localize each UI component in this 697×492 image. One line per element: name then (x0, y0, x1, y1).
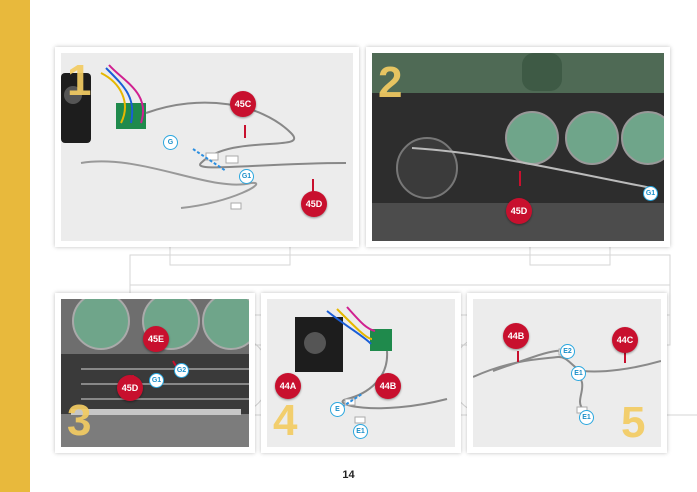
page-number: 14 (342, 469, 355, 481)
step-number: 3 (67, 396, 92, 445)
step-number: 1 (67, 56, 92, 105)
connector-label: G1 (239, 169, 254, 184)
part-label-pin: 45E (143, 326, 169, 352)
connector-label: E2 (560, 344, 575, 359)
part-label-pin: 44B (503, 323, 529, 349)
connector-label: G1 (643, 186, 658, 201)
step-number: 5 (621, 398, 646, 447)
part-label-pin: 44C (612, 327, 638, 353)
connector-label: G1 (149, 373, 164, 388)
step-3-panel: 3 45E 45D G1 G2 (55, 293, 255, 453)
step-number: 4 (273, 396, 298, 445)
connector-label: G2 (174, 363, 189, 378)
part-label-pin: 45D (301, 191, 327, 217)
part-label-pin: 45D (117, 375, 143, 401)
step-2-panel: 2 45D G1 (366, 47, 670, 247)
connector-label: G (163, 135, 178, 150)
connector-label: E1 (353, 424, 368, 439)
part-label-pin: 45C (230, 91, 256, 117)
step-2-photo (372, 53, 664, 241)
connector-label: E1 (571, 366, 586, 381)
step-4-panel: 4 44A 44B E E1 (261, 293, 461, 453)
step-5-photo (473, 299, 661, 447)
step-1-panel: 1 45C 45D G G1 (55, 47, 359, 247)
step-5-panel: 5 44B 44C E2 E1 E1 (467, 293, 667, 453)
step-4-photo (267, 299, 455, 447)
part-label-pin: 44B (375, 373, 401, 399)
part-label-pin: 44A (275, 373, 301, 399)
yellow-spine (0, 0, 30, 492)
step-number: 2 (378, 58, 403, 107)
connector-label: E (330, 402, 345, 417)
part-label-pin: 45D (506, 198, 532, 224)
connector-label: E1 (579, 410, 594, 425)
